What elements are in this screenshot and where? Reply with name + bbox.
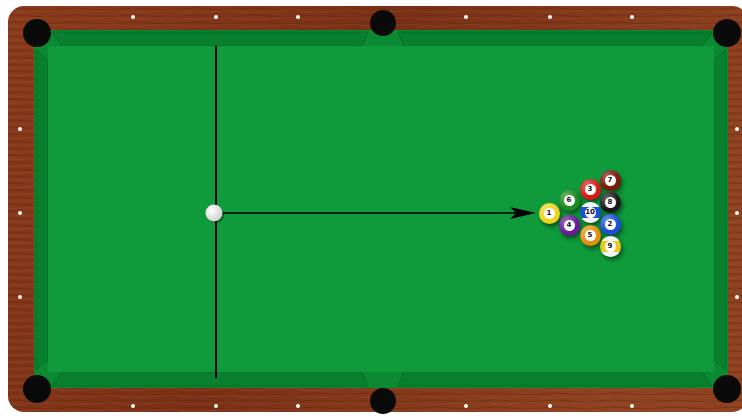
- ball-number: 4: [564, 220, 575, 231]
- ball-number: 5: [585, 230, 596, 241]
- pool-ball: 10: [580, 202, 601, 223]
- ball-number: 9: [605, 241, 616, 252]
- pool-ball: 6: [559, 190, 580, 211]
- ball-number: 2: [605, 219, 616, 230]
- wood-frame: [8, 6, 742, 412]
- pool-ball: 4: [559, 215, 580, 236]
- cue-ball: [206, 205, 223, 222]
- ball-number: 6: [564, 195, 575, 206]
- pool-ball: 1: [539, 203, 560, 224]
- pool-ball: 2: [600, 214, 621, 235]
- arrowhead: [510, 207, 536, 219]
- ball-number: 1: [544, 208, 555, 219]
- ball-number: 8: [605, 197, 616, 208]
- pool-ball: 3: [580, 179, 601, 200]
- ball-number: 7: [605, 175, 616, 186]
- pool-ball: 5: [580, 225, 601, 246]
- pool-ball: 8: [600, 192, 621, 213]
- pool-ball: 9: [600, 236, 621, 257]
- ball-number: 3: [585, 184, 596, 195]
- aim-line: [222, 212, 526, 214]
- ball-number: 10: [585, 207, 596, 218]
- diamonds: [18, 15, 739, 408]
- pockets: [23, 10, 741, 414]
- cushions: [36, 32, 726, 386]
- pool-ball: 7: [600, 170, 621, 191]
- wood-grain: [8, 6, 742, 412]
- felt: [48, 46, 714, 372]
- rail: [34, 30, 728, 388]
